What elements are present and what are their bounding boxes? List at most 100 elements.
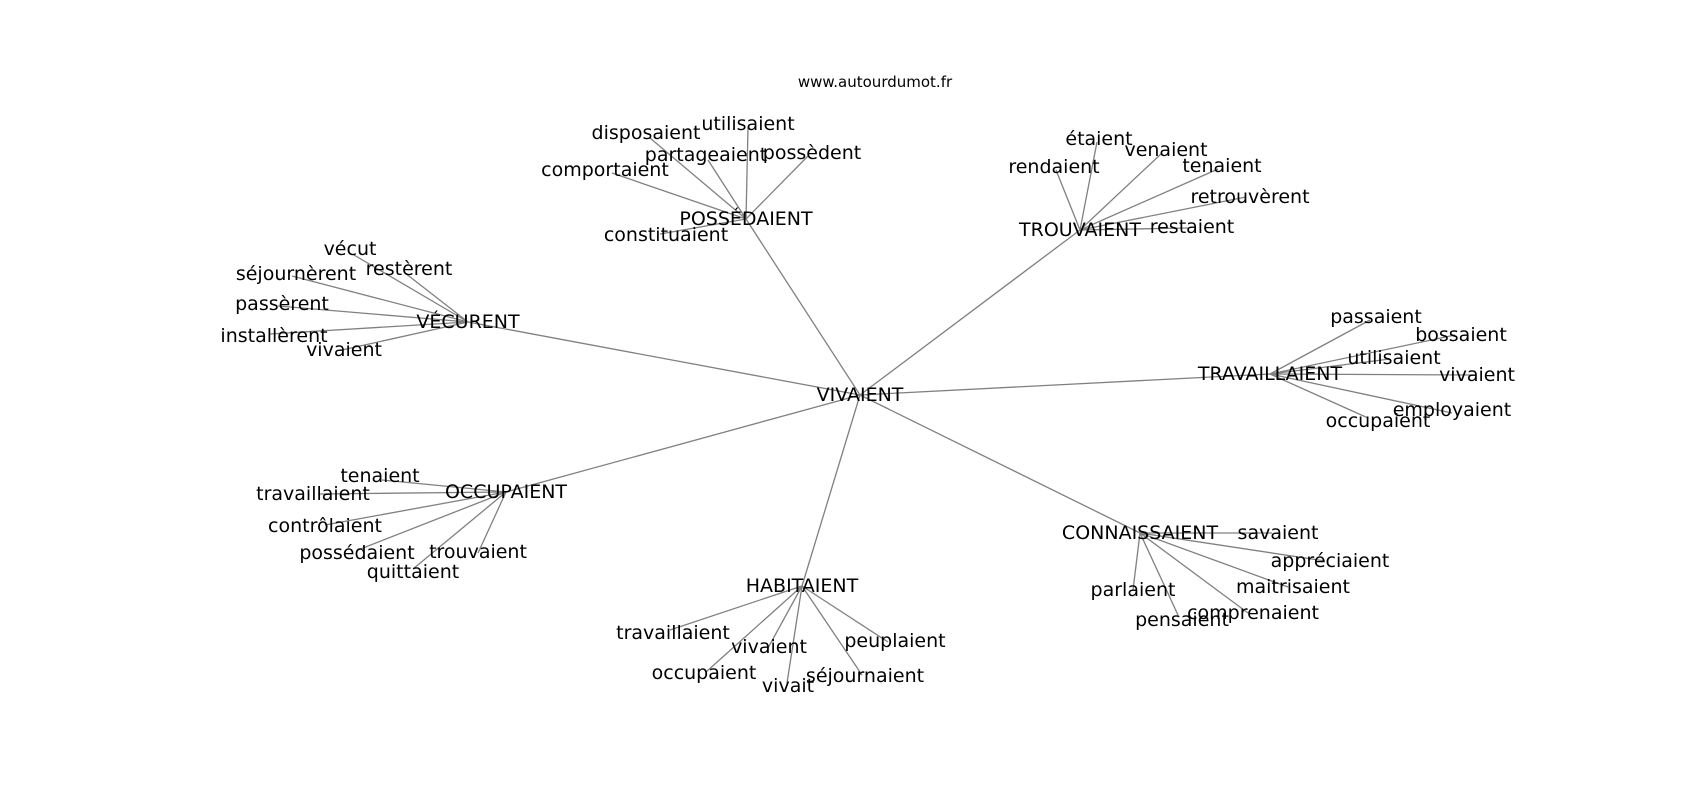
- edge-center-connaissaient: [859, 394, 1141, 534]
- edge-vecurent-installerent: [269, 321, 469, 335]
- leaf-node-savaient: savaient: [1238, 522, 1319, 544]
- edge-possedaient-constituaient: [659, 218, 747, 235]
- edge-trouvaient-venaient: [1079, 152, 1163, 231]
- leaf-node-installerent: installèrent: [220, 325, 327, 347]
- edge-habitaient-sejournaient: [801, 585, 863, 676]
- hub-node-possedaient: POSSÉDAIENT: [679, 207, 813, 230]
- edge-possedaient-partageaient: [707, 159, 747, 220]
- hub-node-occupaient: OCCUPAIENT: [445, 481, 567, 503]
- edge-center-habitaient: [801, 394, 861, 587]
- leaf-node-utilisaient: utilisaient: [1347, 347, 1440, 369]
- edge-trouvaient-rendaient: [1055, 169, 1081, 231]
- edge-travaillaient-bossaient: [1269, 334, 1456, 375]
- edge-center-possedaient: [745, 218, 861, 396]
- edge-trouvaient-tenaient: [1079, 168, 1219, 231]
- hub-node-travaillaient: TRAVAILLAIENT: [1197, 363, 1343, 385]
- leaf-node-bossaient: bossaient: [1415, 324, 1507, 346]
- edge-vecurent-vecut: [353, 254, 469, 323]
- edge-occupaient-controlaient: [324, 491, 507, 526]
- edge-possedaient-disposaient: [649, 137, 747, 220]
- edge-trouvaient-restaient: [1079, 227, 1189, 231]
- leaf-node-parlaient: parlaient: [1091, 579, 1176, 601]
- leaf-node-disposaient: disposaient: [592, 122, 701, 144]
- edge-occupaient-travaillaient: [317, 491, 507, 495]
- edge-possedaient-comportaient: [611, 172, 747, 220]
- edge-habitaient-vivaient: [767, 585, 803, 649]
- edge-possedaient-possedent: [745, 155, 809, 220]
- leaf-node-possedent: possèdent: [763, 142, 861, 164]
- leaf-node-retrouverent: retrouvèrent: [1190, 186, 1309, 208]
- edge-connaissaient-comprenaient: [1139, 532, 1249, 614]
- leaf-node-travaillaient: travaillaient: [256, 483, 370, 505]
- edge-connaissaient-pensaient: [1139, 532, 1179, 616]
- edge-habitaient-occupaient: [705, 585, 803, 673]
- leaf-node-appreciaient: appréciaient: [1271, 550, 1390, 572]
- hub-node-vecurent: VÉCURENT: [416, 310, 520, 333]
- edge-vecurent-resterent: [404, 272, 469, 323]
- edge-occupaient-possedaient: [357, 491, 507, 551]
- edge-vecurent-sejournerent: [291, 275, 469, 323]
- edge-connaissaient-maitrisaient: [1139, 532, 1289, 588]
- leaf-node-peuplaient: peuplaient: [844, 630, 945, 652]
- edge-center-occupaient: [505, 394, 861, 493]
- leaf-node-vivaient: vivaient: [731, 636, 807, 658]
- edge-habitaient-travaillaient: [669, 585, 803, 631]
- edge-habitaient-peuplaient: [801, 585, 889, 643]
- edge-travaillaient-occupaient: [1269, 373, 1369, 419]
- edge-trouvaient-retrouverent: [1079, 196, 1247, 231]
- leaf-node-utilisaient: utilisaient: [701, 113, 794, 135]
- leaf-node-vivaient: vivaient: [1439, 364, 1515, 386]
- leaf-node-comportaient: comportaient: [541, 159, 669, 181]
- hub-node-habitaient: HABITAIENT: [746, 575, 859, 597]
- leaf-node-quittaient: quittaient: [367, 561, 459, 583]
- site-label: www.autourdumot.fr: [798, 73, 953, 91]
- leaf-node-constituaient: constituaient: [604, 224, 728, 246]
- edge-center-vecurent: [467, 321, 861, 396]
- leaf-node-occupaient: occupaient: [652, 662, 757, 684]
- edge-vecurent-passerent: [277, 305, 469, 323]
- leaf-node-restaient: restaient: [1150, 216, 1235, 238]
- leaf-node-sejournerent: séjournèrent: [236, 263, 356, 285]
- edge-connaissaient-parlaient: [1132, 532, 1141, 591]
- edge-vecurent-vivaient: [341, 321, 469, 351]
- edge-travaillaient-utilisaient: [1269, 358, 1391, 375]
- edge-travaillaient-passaient: [1269, 319, 1371, 375]
- leaf-node-rendaient: rendaient: [1008, 156, 1099, 178]
- leaf-node-maitrisaient: maitrisaient: [1236, 576, 1350, 598]
- leaf-node-controlaient: contrôlaient: [268, 515, 382, 537]
- edge-habitaient-vivait: [786, 585, 803, 684]
- leaf-node-resterent: restèrent: [366, 258, 453, 280]
- edge-possedaient-utilisaient: [745, 126, 749, 220]
- leaf-node-passerent: passèrent: [235, 293, 329, 315]
- leaf-node-trouvaient: trouvaient: [429, 541, 527, 563]
- edge-travaillaient-employaient: [1269, 373, 1453, 414]
- center-node-label: VIVAIENT: [817, 384, 904, 406]
- leaf-node-passaient: passaient: [1330, 306, 1422, 328]
- edge-center-trouvaient: [859, 229, 1081, 396]
- leaf-node-pensaient: pensaient: [1135, 609, 1229, 631]
- leaf-node-possedaient: possédaient: [299, 542, 414, 564]
- leaf-node-employaient: employaient: [1393, 399, 1512, 421]
- leaf-node-vivait: vivait: [762, 675, 814, 697]
- leaf-node-venaient: venaient: [1124, 139, 1207, 161]
- leaf-node-occupaient: occupaient: [1326, 410, 1431, 432]
- leaf-node-comprenaient: comprenaient: [1187, 602, 1319, 624]
- graph-labels: www.autourdumot.fr VIVAIENT POSSÉDAIENT ut…: [220, 73, 1515, 697]
- edge-occupaient-tenaient: [381, 479, 507, 493]
- edge-occupaient-trouvaient: [477, 491, 507, 554]
- leaf-node-vivaient: vivaient: [306, 339, 382, 361]
- edge-trouvaient-etaient: [1079, 141, 1098, 231]
- hub-node-connaissaient: CONNAISSAIENT: [1062, 522, 1219, 544]
- edge-occupaient-quittaient: [412, 491, 507, 570]
- leaf-node-sejournaient: séjournaient: [806, 665, 924, 687]
- edge-center-travaillaient: [859, 373, 1271, 396]
- leaf-node-partageaient: partageaient: [645, 144, 767, 166]
- leaf-node-etaient: étaient: [1065, 128, 1132, 150]
- leaf-node-tenaient: tenaient: [1182, 155, 1261, 177]
- leaf-node-travaillaient: travaillaient: [616, 622, 730, 644]
- edge-connaissaient-appreciaient: [1139, 532, 1326, 562]
- leaf-node-tenaient: tenaient: [340, 465, 419, 487]
- leaf-node-vecut: vécut: [324, 238, 377, 260]
- edge-travaillaient-vivaient: [1269, 373, 1474, 376]
